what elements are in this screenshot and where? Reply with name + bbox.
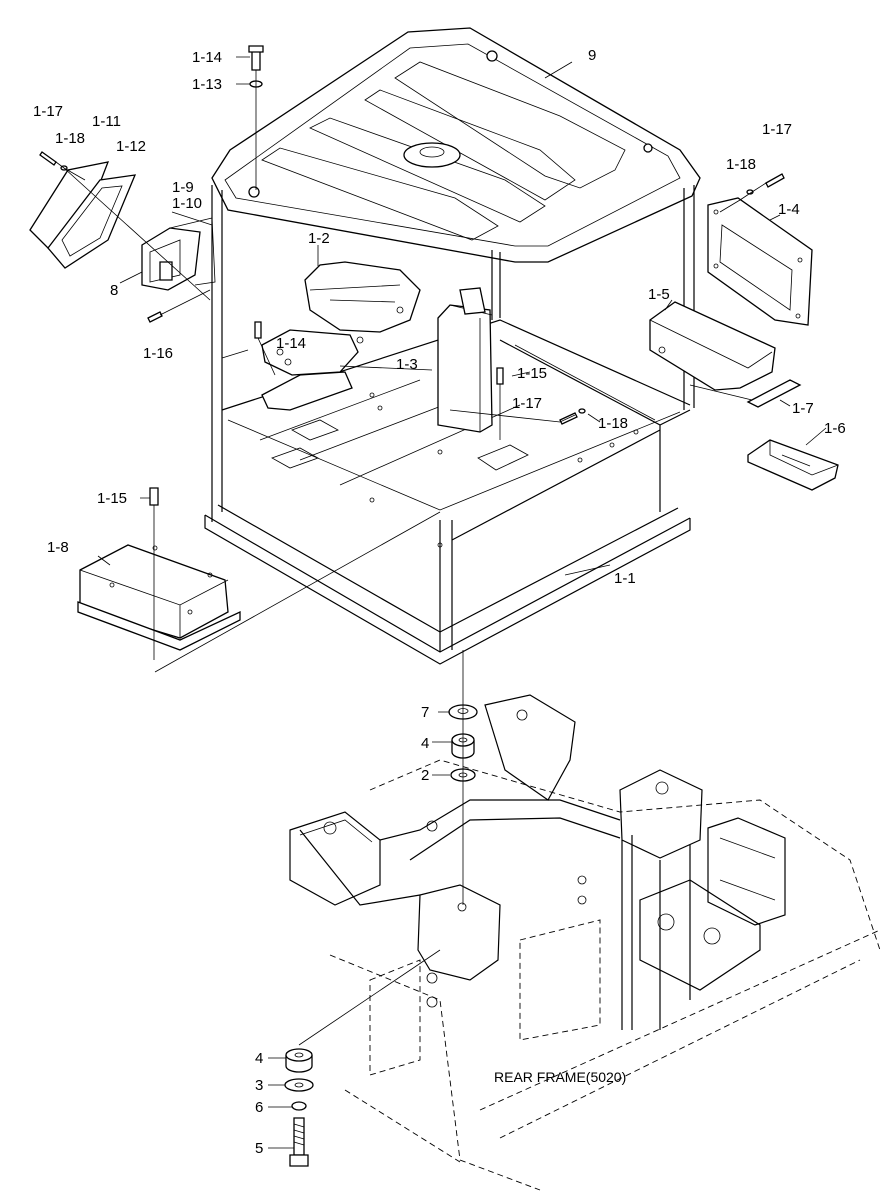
label-1-16: 1-16 [143, 345, 173, 362]
cab-frame [204, 185, 695, 665]
plate-1-4 [707, 197, 813, 326]
label-6: 6 [255, 1099, 263, 1116]
label-1-2: 1-2 [308, 230, 330, 247]
label-1-17-right: 1-17 [762, 121, 792, 138]
label-8: 8 [110, 282, 118, 299]
bolt-1-15-mid [496, 367, 504, 385]
label-1-15-mid: 1-15 [517, 365, 547, 382]
label-1-17-mid: 1-17 [512, 395, 542, 412]
label-7: 7 [421, 704, 429, 721]
roof-panel [211, 27, 701, 263]
label-9: 9 [588, 47, 596, 64]
bolt-1-17-left [39, 151, 57, 166]
washer-1-18-mid [578, 408, 586, 414]
label-1-5: 1-5 [648, 286, 670, 303]
label-3: 3 [255, 1077, 263, 1094]
bolt-1-17-mid [559, 412, 578, 425]
label-1-18-mid: 1-18 [598, 415, 628, 432]
washer-6 [291, 1101, 307, 1111]
rear-frame [289, 694, 881, 1191]
label-4-bottom: 4 [255, 1050, 263, 1067]
label-1-1: 1-1 [614, 570, 636, 587]
label-1-6: 1-6 [824, 420, 846, 437]
bracket-1-8 [77, 544, 241, 651]
rubber-mount-4-bottom [285, 1048, 313, 1073]
bolt-1-17-right [765, 173, 785, 188]
label-1-17-left: 1-17 [33, 103, 63, 120]
bolt-1-15-left [149, 487, 159, 506]
bolt-1-14-top [248, 45, 264, 71]
label-1-13: 1-13 [192, 76, 222, 93]
label-1-12: 1-12 [116, 138, 146, 155]
strip-1-7 [746, 379, 802, 408]
seat-stand-1-3 [437, 287, 493, 433]
bolt-5 [289, 1117, 309, 1167]
label-1-8: 1-8 [47, 539, 69, 556]
label-1-10: 1-10 [172, 195, 202, 212]
bracket-1-6 [747, 439, 839, 491]
label-1-7: 1-7 [792, 400, 814, 417]
label-1-15-left: 1-15 [97, 490, 127, 507]
label-rear-frame: REAR FRAME(5020) [494, 1069, 626, 1085]
washer-3 [284, 1078, 314, 1092]
part-labels: 1-14 1-13 9 1-17 1-11 1-18 1-12 1-9 1-10… [33, 47, 846, 1157]
cover-1-5 [649, 301, 776, 391]
label-1-18-right: 1-18 [726, 156, 756, 173]
label-5: 5 [255, 1140, 263, 1157]
bolt-1-16 [147, 311, 163, 323]
label-4-top: 4 [421, 735, 429, 752]
label-1-3: 1-3 [396, 356, 418, 373]
bolt-1-14-mid [254, 321, 262, 339]
washer-1-18-right [746, 189, 754, 195]
label-1-11: 1-11 [92, 113, 121, 130]
label-1-18-left: 1-18 [55, 130, 85, 147]
label-1-14-mid: 1-14 [276, 335, 306, 352]
lamp-8 [141, 217, 216, 291]
leader-lines [55, 56, 827, 1149]
label-1-4: 1-4 [778, 201, 800, 218]
label-1-14-top: 1-14 [192, 49, 222, 66]
control-box-1-2 [261, 261, 421, 411]
label-2: 2 [421, 767, 429, 784]
label-1-9: 1-9 [172, 179, 194, 196]
